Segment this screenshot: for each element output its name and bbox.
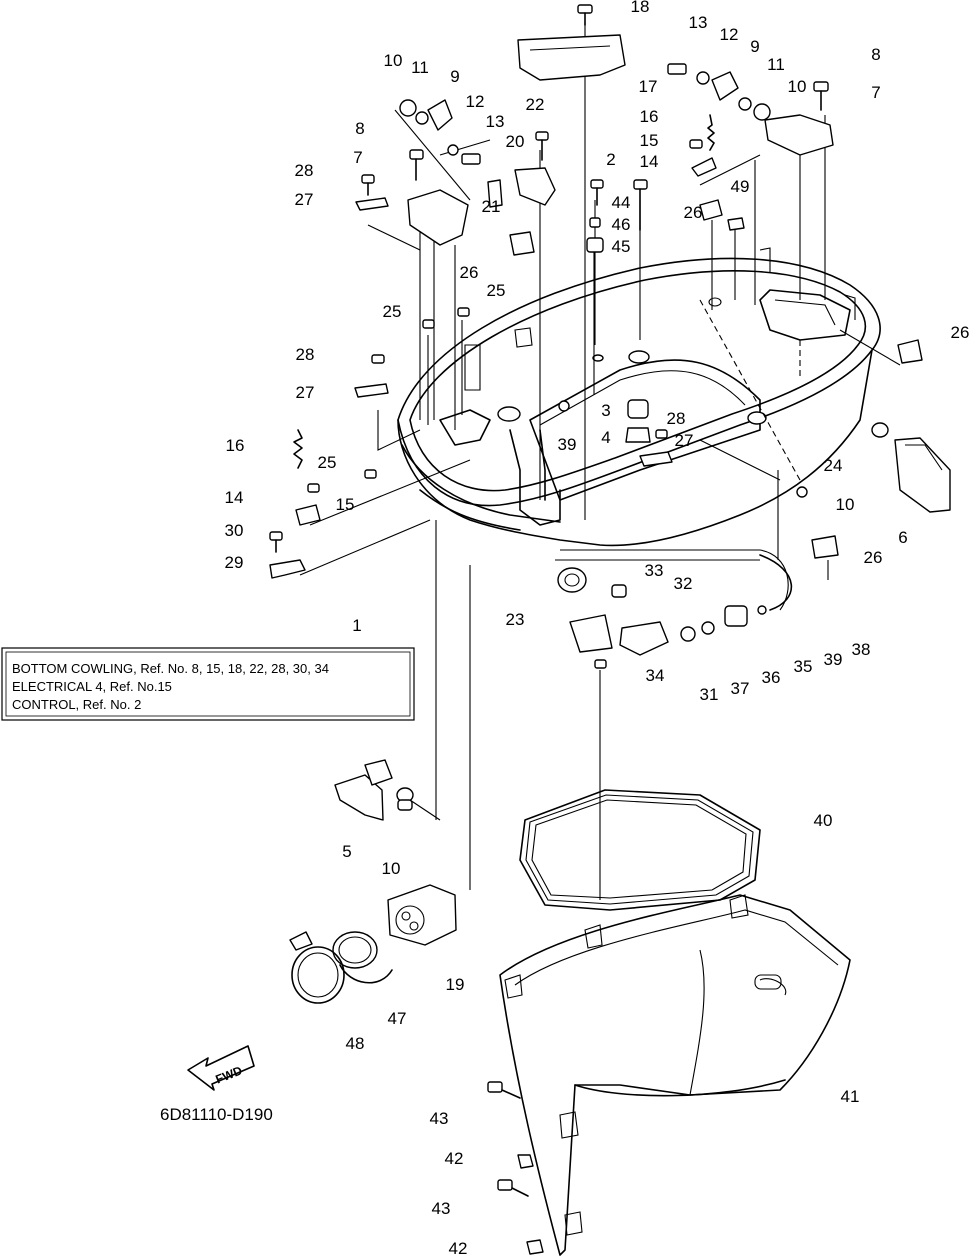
callout-27: 27: [675, 431, 694, 450]
callout-10: 10: [384, 51, 403, 70]
callout-49: 49: [731, 177, 750, 196]
callout-15: 15: [640, 131, 659, 150]
callout-47: 47: [388, 1009, 407, 1028]
callout-12: 12: [466, 92, 485, 111]
callout-10: 10: [788, 77, 807, 96]
callout-3: 3: [601, 401, 610, 420]
callout-26: 26: [951, 323, 970, 342]
lower-parts: [289, 759, 457, 1004]
reference-note-box: BOTTOM COWLING, Ref. No. 8, 15, 18, 22, …: [1, 647, 415, 721]
callout-1: 1: [352, 616, 361, 635]
callout-43: 43: [432, 1199, 451, 1218]
callout-21: 21: [482, 197, 501, 216]
callout-38: 38: [852, 640, 871, 659]
callout-25: 25: [487, 281, 506, 300]
callout-11: 11: [411, 58, 429, 77]
lower-fasteners: [487, 1081, 544, 1255]
callout-46: 46: [612, 215, 631, 234]
callout-7: 7: [353, 148, 362, 167]
bottom-cowling-body: [397, 247, 881, 547]
small-parts: [269, 4, 951, 669]
callout-44: 44: [612, 193, 631, 212]
callout-26: 26: [684, 203, 703, 222]
callout-9: 9: [450, 67, 459, 86]
callout-35: 35: [794, 657, 813, 676]
fwd-arrow-icon: FWD: [187, 1045, 255, 1091]
callout-25: 25: [383, 302, 402, 321]
callout-19: 19: [446, 975, 465, 994]
callout-31: 31: [700, 685, 719, 704]
note-line-3: CONTROL, Ref. No. 2: [12, 697, 141, 712]
callout-28: 28: [667, 409, 686, 428]
callout-27: 27: [296, 383, 315, 402]
callout-30: 30: [225, 521, 244, 540]
callout-28: 28: [296, 345, 315, 364]
callout-25: 25: [318, 453, 337, 472]
callout-23: 23: [506, 610, 525, 629]
callout-10: 10: [836, 495, 855, 514]
apron-cover: [499, 894, 851, 1256]
callout-36: 36: [762, 668, 781, 687]
callout-7: 7: [871, 83, 880, 102]
callout-9: 9: [750, 37, 759, 56]
seal-gasket: [519, 789, 761, 911]
callout-32: 32: [674, 574, 693, 593]
callout-27: 27: [295, 190, 314, 209]
callout-11: 11: [767, 55, 785, 74]
callout-34: 34: [646, 666, 665, 685]
callout-42: 42: [445, 1149, 464, 1168]
callout-14: 14: [225, 488, 244, 507]
callout-6: 6: [898, 528, 907, 547]
callout-18: 18: [631, 0, 650, 16]
callout-22: 22: [526, 95, 545, 114]
drawing-code: 6D81110-D190: [160, 1105, 273, 1124]
callout-16: 16: [226, 436, 245, 455]
callout-39: 39: [824, 650, 843, 669]
callout-28: 28: [295, 161, 314, 180]
callout-13: 13: [689, 13, 708, 32]
callout-24: 24: [824, 456, 843, 475]
callout-40: 40: [814, 811, 833, 830]
callout-29: 29: [225, 553, 244, 572]
callout-45: 45: [612, 237, 631, 256]
callout-48: 48: [346, 1034, 365, 1053]
callout-13: 13: [486, 112, 505, 131]
leader-lines: [299, 22, 901, 900]
callout-42: 42: [449, 1239, 468, 1258]
callout-37: 37: [731, 679, 750, 698]
callout-2: 2: [606, 150, 615, 169]
callout-14: 14: [640, 152, 659, 171]
callout-12: 12: [720, 25, 739, 44]
callout-5: 5: [342, 842, 351, 861]
callout-8: 8: [871, 45, 880, 64]
callout-26: 26: [460, 263, 479, 282]
callout-8: 8: [355, 119, 364, 138]
callout-33: 33: [645, 561, 664, 580]
callout-43: 43: [430, 1109, 449, 1128]
callout-17: 17: [639, 77, 658, 96]
note-line-1: BOTTOM COWLING, Ref. No. 8, 15, 18, 22, …: [12, 661, 329, 676]
callout-15: 15: [336, 495, 355, 514]
callout-39: 39: [558, 435, 577, 454]
callout-16: 16: [640, 107, 659, 126]
note-line-2: ELECTRICAL 4, Ref. No.15: [12, 679, 172, 694]
callout-4: 4: [601, 428, 610, 447]
callout-41: 41: [841, 1087, 860, 1106]
callout-10: 10: [382, 859, 401, 878]
callout-20: 20: [506, 132, 525, 151]
callout-26: 26: [864, 548, 883, 567]
